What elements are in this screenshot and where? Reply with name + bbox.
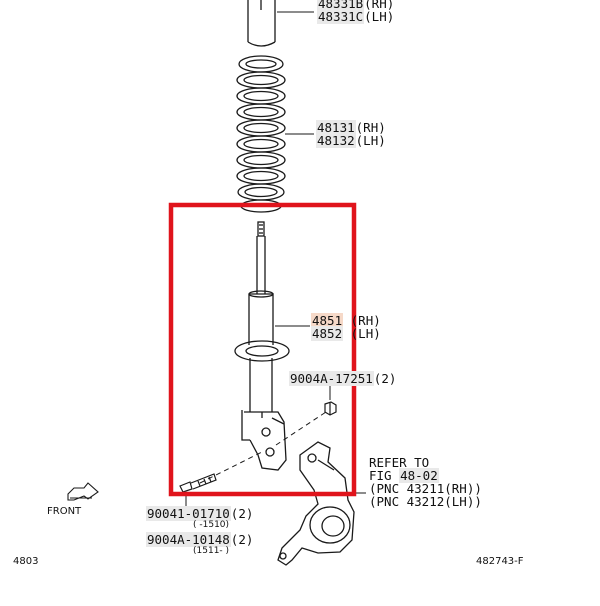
part-number-support-rh[interactable]: 48331B bbox=[317, 0, 365, 11]
label-nut: 9004A-17251(2) bbox=[289, 371, 397, 386]
part-number-absorber-lh[interactable]: 4852 bbox=[311, 326, 344, 341]
part-number-spring-rh[interactable]: 48131 bbox=[316, 120, 356, 135]
assembly-dashed-lines bbox=[199, 411, 327, 484]
bolt2-qty: (2) bbox=[230, 532, 254, 547]
bolt[interactable] bbox=[179, 473, 217, 493]
nut-qty: (2) bbox=[373, 371, 397, 386]
highlight-box bbox=[168, 202, 357, 497]
part-number-nut[interactable]: 9004A-17251 bbox=[289, 371, 374, 386]
side-rh: (RH) bbox=[364, 0, 395, 11]
front-label: FRONT bbox=[47, 506, 82, 517]
part-number-spring-lh[interactable]: 48132 bbox=[316, 133, 356, 148]
coil-spring[interactable] bbox=[236, 55, 286, 213]
figure-code: 4803 bbox=[13, 556, 39, 567]
pnc-rh: (PNC 43211(RH)) bbox=[369, 481, 482, 496]
part-number-support-lh[interactable]: 48331C bbox=[317, 9, 365, 24]
steering-knuckle[interactable] bbox=[277, 441, 355, 566]
bolt1-range: ( -1510) bbox=[193, 520, 230, 530]
label-bolt-1: 90041-01710(2) bbox=[146, 506, 254, 521]
label-refer: REFER TO FIG 48-02 (PNC 43211(RH)) (PNC … bbox=[369, 456, 482, 508]
refer-to-text: REFER TO bbox=[369, 455, 430, 470]
part-number-bolt-1[interactable]: 90041-01710 bbox=[146, 506, 231, 521]
side-rh: (RH) bbox=[350, 313, 381, 328]
part-number-absorber-rh[interactable]: 4851 bbox=[311, 313, 344, 328]
label-bolt-2: 9004A-10148(2) bbox=[146, 532, 254, 547]
label-support: 48331B(RH) 48331C(LH) bbox=[317, 0, 395, 24]
part-number-bolt-2[interactable]: 9004A-10148 bbox=[146, 532, 231, 547]
front-arrow-icon bbox=[67, 482, 99, 501]
bolt1-qty: (2) bbox=[230, 506, 254, 521]
shock-absorber[interactable] bbox=[234, 221, 290, 471]
fig-reference-link[interactable]: 48-02 bbox=[399, 468, 439, 483]
upper-support[interactable] bbox=[247, 0, 276, 47]
side-lh: (LH) bbox=[364, 9, 395, 24]
label-absorber: 4851 (RH) 4852 (LH) bbox=[311, 313, 381, 341]
side-lh: (LH) bbox=[355, 133, 386, 148]
drawing-code: 482743-F bbox=[476, 556, 524, 567]
side-rh: (RH) bbox=[355, 120, 386, 135]
pnc-lh: (PNC 43212(LH)) bbox=[369, 494, 482, 509]
bolt2-range: (1511- ) bbox=[193, 546, 230, 556]
fig-prefix: FIG bbox=[369, 468, 400, 483]
label-spring: 48131(RH) 48132(LH) bbox=[316, 120, 386, 148]
side-lh: (LH) bbox=[350, 326, 381, 341]
nut[interactable] bbox=[324, 401, 337, 416]
